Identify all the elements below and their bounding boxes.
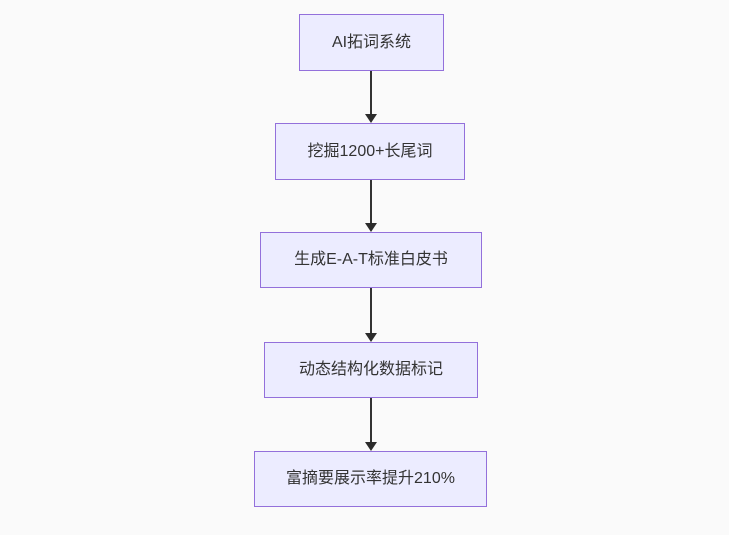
flow-node-label: 富摘要展示率提升210% [286,470,455,488]
flow-edge-4 [364,398,378,451]
edge-line [370,398,372,442]
flow-node-label: 挖掘1200+长尾词 [307,142,433,160]
flow-node-structured-data-markup: 动态结构化数据标记 [264,342,478,398]
flow-node-rich-snippet-rate: 富摘要展示率提升210% [254,451,487,507]
arrowhead-down-icon [365,442,377,451]
arrowhead-down-icon [365,223,377,232]
edge-line [370,71,372,114]
flow-node-label: 动态结构化数据标记 [298,361,443,379]
flow-node-longtail-mining: 挖掘1200+长尾词 [275,123,465,180]
arrowhead-down-icon [365,114,377,123]
flow-node-label: 生成E-A-T标准白皮书 [294,251,448,269]
flow-node-label: AI拓词系统 [331,33,412,51]
flow-edge-3 [364,288,378,342]
flow-node-eat-whitepaper: 生成E-A-T标准白皮书 [260,232,482,288]
flow-edge-2 [364,180,378,232]
edge-line [370,288,372,333]
arrowhead-down-icon [365,333,377,342]
flow-edge-1 [364,71,378,123]
edge-line [370,180,372,223]
flow-node-ai-word-expansion: AI拓词系统 [299,14,444,71]
